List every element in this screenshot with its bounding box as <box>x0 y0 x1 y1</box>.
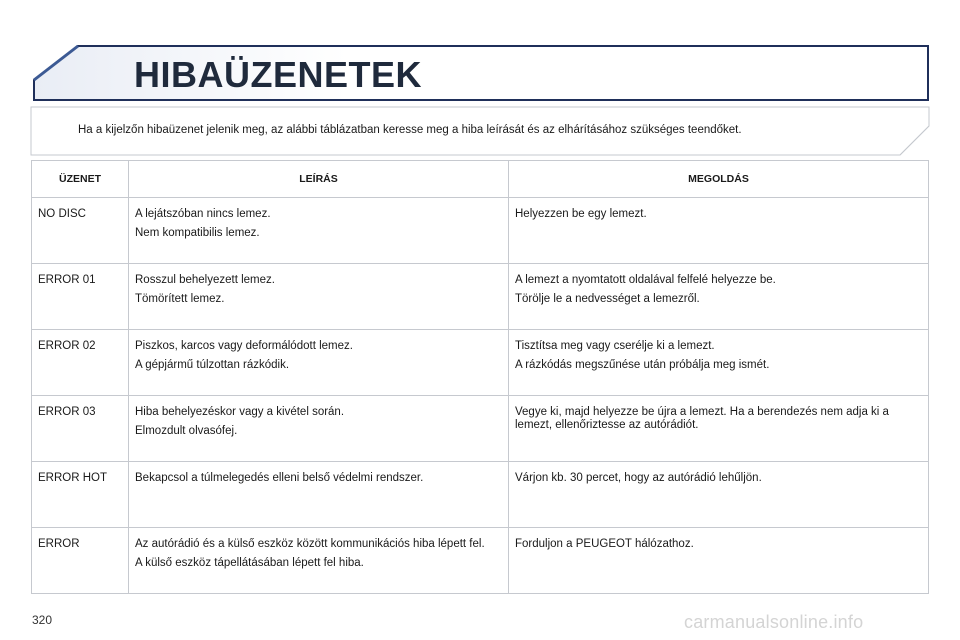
description-line: A külső eszköz tápellátásában lépett fel… <box>135 557 364 569</box>
error-description-cell: Bekapcsol a túlmelegedés elleni belső vé… <box>128 461 509 528</box>
table-body: NO DISC A lejátszóban nincs lemez. Nem kom… <box>31 197 929 594</box>
description-line: Bekapcsol a túlmelegedés elleni belső vé… <box>135 472 424 484</box>
error-solution-cell: A lemezt a nyomtatott oldalával felfelé … <box>508 263 929 330</box>
error-description-cell: Piszkos, karcos vagy deformálódott lemez… <box>128 329 509 396</box>
error-code-cell: ERROR 01 <box>31 263 129 330</box>
solution-line: A lemezt a nyomtatott oldalával felfelé … <box>515 274 776 286</box>
page-title: HIBAÜZENETEK <box>134 54 423 95</box>
error-code-cell: NO DISC <box>31 197 129 264</box>
error-description-cell: A lejátszóban nincs lemez. Nem kompatibil… <box>128 197 509 264</box>
solution-line: Forduljon a PEUGEOT hálózathoz. <box>515 538 694 550</box>
error-code-cell: ERROR <box>31 527 129 594</box>
intro-box: Ha a kijelzőn hibaüzenet jelenik meg, az… <box>30 106 930 156</box>
error-description-cell: Az autórádió és a külső eszköz között ko… <box>128 527 509 594</box>
table-row: ERROR 02 Piszkos, karcos vagy deformálódo… <box>31 329 929 396</box>
table-row: ERROR Az autórádió és a külső eszköz közö… <box>31 527 929 594</box>
table-row: NO DISC A lejátszóban nincs lemez. Nem kom… <box>31 197 929 264</box>
description-line: Hiba behelyezéskor vagy a kivétel során. <box>135 406 345 418</box>
solution-line: Tisztítsa meg vagy cserélje ki a lemezt. <box>515 340 715 352</box>
error-solution-cell: Várjon kb. 30 percet, hogy az autórádió … <box>508 461 929 528</box>
solution-line: Helyezzen be egy lemezt. <box>515 208 647 220</box>
solution-line: Törölje le a nedvességet a lemezről. <box>515 293 700 305</box>
solution-line: Vegye ki, majd helyezze be újra a lemezt… <box>515 406 889 431</box>
watermark-text: carmanualsonline.info <box>684 612 864 632</box>
error-code-cell: ERROR 02 <box>31 329 129 396</box>
header-message: ÜZENET <box>31 160 129 198</box>
error-description-cell: Hiba behelyezéskor vagy a kivétel során.… <box>128 395 509 462</box>
header-description: LEÍRÁS <box>128 160 509 198</box>
error-solution-cell: Forduljon a PEUGEOT hálózathoz. <box>508 527 929 594</box>
error-code-cell: ERROR 03 <box>31 395 129 462</box>
title-banner: HIBAÜZENETEK <box>0 0 960 110</box>
description-line: Elmozdult olvasófej. <box>135 425 238 437</box>
description-line: A gépjármű túlzottan rázkódik. <box>135 359 290 371</box>
intro-text: Ha a kijelzőn hibaüzenet jelenik meg, az… <box>78 124 742 136</box>
table-row: ERROR HOT Bekapcsol a túlmelegedés elleni… <box>31 461 929 528</box>
title-banner-shape <box>33 44 929 101</box>
table-row: ERROR 01 Rosszul behelyezett lemez. Tömörí… <box>31 263 929 330</box>
description-line: Tömörített lemez. <box>135 293 225 305</box>
description-line: A lejátszóban nincs lemez. <box>135 208 271 220</box>
error-code-cell: ERROR HOT <box>31 461 129 528</box>
table-header-row: ÜZENET LEÍRÁS MEGOLDÁS <box>31 160 929 198</box>
error-solution-cell: Vegye ki, majd helyezze be újra a lemezt… <box>508 395 929 462</box>
description-line: Rosszul behelyezett lemez. <box>135 274 275 286</box>
description-line: Piszkos, karcos vagy deformálódott lemez… <box>135 340 353 352</box>
header-solution: MEGOLDÁS <box>508 160 929 198</box>
solution-line: Várjon kb. 30 percet, hogy az autórádió … <box>515 472 762 484</box>
solution-line: A rázkódás megszűnése után próbálja meg … <box>515 359 770 371</box>
intro-box-frame <box>30 106 930 156</box>
error-description-cell: Rosszul behelyezett lemez. Tömörített lem… <box>128 263 509 330</box>
description-line: Nem kompatibilis lemez. <box>135 227 260 239</box>
error-solution-cell: Tisztítsa meg vagy cserélje ki a lemezt.… <box>508 329 929 396</box>
error-solution-cell: Helyezzen be egy lemezt. <box>508 197 929 264</box>
page-number: 320 <box>32 613 53 627</box>
description-line: Az autórádió és a külső eszköz között ko… <box>135 538 485 550</box>
